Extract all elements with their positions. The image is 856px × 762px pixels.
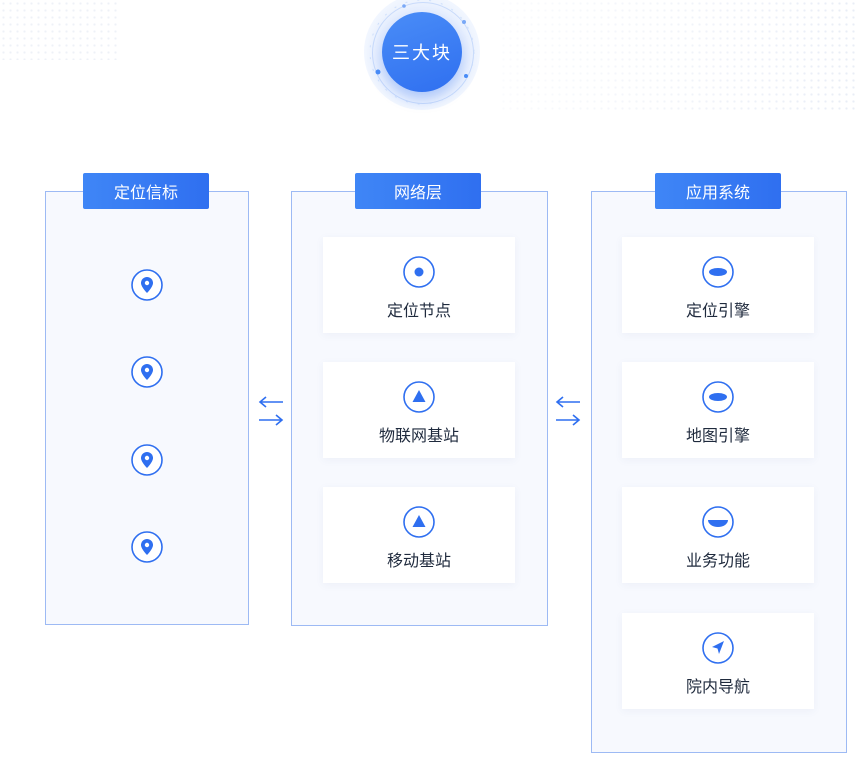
application-card: 院内导航 [622, 613, 814, 709]
beacon-icon [131, 444, 163, 476]
dot-circle-icon [403, 256, 435, 288]
beacon-icon [131, 531, 163, 563]
card-label: 定位节点 [386, 301, 451, 320]
network-card: 移动基站 [323, 487, 515, 583]
network-card: 定位节点 [323, 237, 515, 333]
three-blocks-badge: 三大块 [364, 0, 480, 112]
beacon-icon [131, 356, 163, 388]
dot-pattern-decoration [500, 0, 856, 110]
dot-pattern-decoration-left [0, 0, 120, 60]
card-label: 定位引擎 [685, 301, 750, 320]
badge-orbit-dots [369, 0, 475, 105]
application-card: 地图引擎 [622, 362, 814, 458]
column-beacons-title: 定位信标 [83, 173, 209, 209]
triangle-circle-icon [403, 506, 435, 538]
card-label: 地图引擎 [685, 426, 750, 445]
application-card: 定位引擎 [622, 237, 814, 333]
half-disc-circle-icon [702, 506, 734, 538]
ellipse-circle-icon [702, 256, 734, 288]
network-card: 物联网基站 [323, 362, 515, 458]
card-label: 院内导航 [685, 677, 750, 696]
column-network-title: 网络层 [355, 173, 481, 209]
application-card: 业务功能 [622, 487, 814, 583]
bidirectional-arrow-icon [258, 396, 284, 426]
beacon-icon [131, 269, 163, 301]
card-label: 业务功能 [685, 551, 750, 570]
card-label: 物联网基站 [378, 426, 459, 445]
bidirectional-arrow-icon [555, 396, 581, 426]
triangle-circle-icon [403, 381, 435, 413]
navigation-arrow-icon [702, 632, 734, 664]
column-application-title: 应用系统 [655, 173, 781, 209]
badge-label: 三大块 [392, 43, 452, 64]
badge-core: 三大块 [382, 12, 462, 92]
ellipse-circle-icon [702, 381, 734, 413]
card-label: 移动基站 [386, 551, 451, 570]
